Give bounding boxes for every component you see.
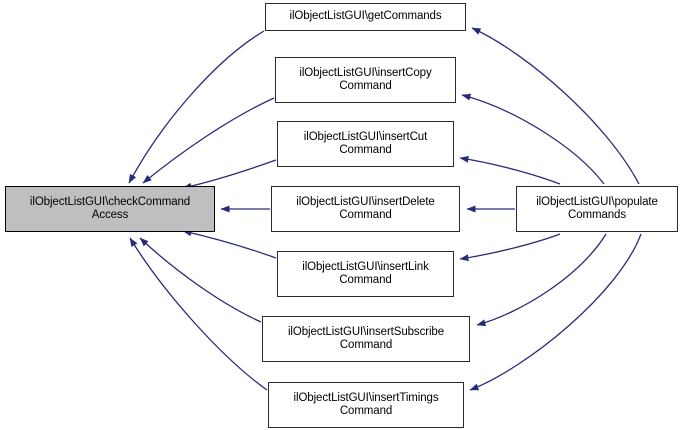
edge-populateCommands-to-insertSubscribeCommand (476, 233, 607, 327)
node-label: ilObjectListGUI\getCommands (289, 10, 442, 23)
node-label: ilObjectListGUI\insertTimings Command (293, 391, 439, 418)
node-insertLinkCommand[interactable]: ilObjectListGUI\insertLink Command (277, 251, 454, 297)
node-checkCommandAccess[interactable]: ilObjectListGUI\checkCommand Access (5, 186, 215, 232)
node-label: ilObjectListGUI\insertCopy Command (299, 66, 432, 93)
node-label: ilObjectListGUI\insertSubscribe Command (287, 325, 445, 352)
edge-insertTimingsCommand-to-checkCommandAccess (129, 237, 268, 391)
node-label: ilObjectListGUI\checkCommand Access (29, 195, 191, 222)
edge-populateCommands-to-getCommands (471, 27, 640, 185)
node-label: ilObjectListGUI\insertDelete Command (296, 195, 435, 222)
edge-insertCutCommand-to-checkCommandAccess (182, 159, 277, 190)
edge-populateCommands-to-insertCutCommand (459, 155, 561, 185)
edge-populateCommands-to-insertCopyCommand-lower (459, 233, 561, 262)
node-label: ilObjectListGUI\populate Commands (536, 195, 658, 222)
node-getCommands[interactable]: ilObjectListGUI\getCommands (265, 3, 466, 31)
edge-insertCopyCommand-to-checkCommandAccess (142, 97, 275, 184)
edge-populateCommands-to-insertCopyCommand (461, 93, 605, 185)
edge-getCommands-to-checkCommandAccess (128, 30, 265, 184)
node-insertDeleteCommand[interactable]: ilObjectListGUI\insertDelete Command (271, 186, 460, 232)
edge-insertSubscribeCommand-to-checkCommandAccess (139, 237, 262, 323)
node-insertTimingsCommand[interactable]: ilObjectListGUI\insertTimings Command (268, 382, 464, 428)
edge-insertLinkCommand-to-checkCommandAccess (182, 229, 277, 259)
node-insertCutCommand[interactable]: ilObjectListGUI\insertCut Command (277, 121, 454, 167)
edge-populateCommands-to-insertTimingsCommand (469, 233, 642, 391)
node-insertCopyCommand[interactable]: ilObjectListGUI\insertCopy Command (275, 57, 456, 103)
node-insertSubscribeCommand[interactable]: ilObjectListGUI\insertSubscribe Command (262, 316, 470, 362)
node-populateCommands[interactable]: ilObjectListGUI\populate Commands (516, 186, 678, 232)
node-label: ilObjectListGUI\insertLink Command (302, 260, 429, 287)
node-label: ilObjectListGUI\insertCut Command (303, 130, 428, 157)
